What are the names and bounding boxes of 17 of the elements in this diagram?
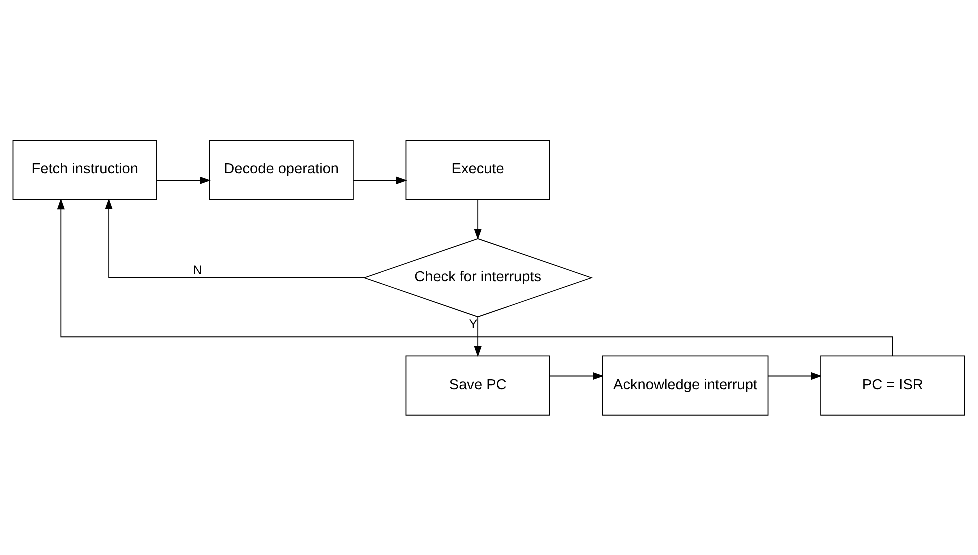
edge-label: Y — [469, 316, 478, 332]
node-diamond: Check for interrupts — [363, 238, 594, 318]
arrow — [105, 198, 365, 278]
node-box: Decode operation — [209, 140, 354, 200]
arrow — [353, 176, 408, 184]
arrow — [768, 372, 822, 380]
node-box: Save PC — [406, 355, 550, 416]
arrow — [474, 198, 482, 240]
node-box: PC = ISR — [820, 355, 966, 416]
edge-label: N — [193, 262, 202, 278]
node-box: Execute — [406, 140, 550, 200]
node-box: Acknowledge interrupt — [602, 355, 769, 416]
arrow — [474, 316, 482, 357]
node-box: Fetch instruction — [12, 140, 158, 200]
arrow — [156, 176, 211, 184]
arrow — [550, 372, 604, 380]
arrow — [57, 198, 894, 356]
